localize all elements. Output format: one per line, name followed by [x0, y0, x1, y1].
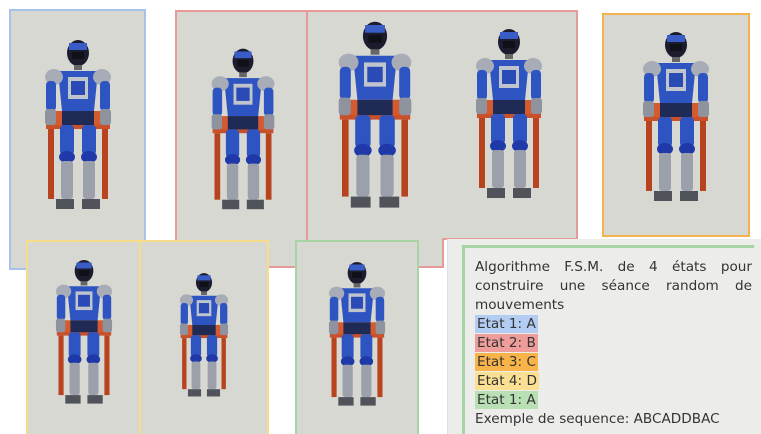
state-4-label: Etat 4: D	[475, 372, 539, 390]
robot-image	[19, 33, 137, 233]
state-1-label: Etat 1: A	[475, 315, 538, 333]
frame-state-d-2	[139, 240, 269, 434]
state-2-label: Etat 2: B	[475, 334, 538, 352]
frame-state-c-1	[602, 13, 750, 237]
robot-image	[188, 42, 298, 232]
frame-state-b-2	[306, 10, 444, 268]
frame-state-b-3	[442, 10, 578, 240]
robot-image	[307, 256, 407, 426]
robot-image	[617, 25, 735, 225]
robot-image	[311, 14, 439, 234]
robot-image	[161, 268, 247, 414]
frame-state-d-1	[26, 240, 141, 434]
frame-state-b-1	[175, 10, 308, 268]
frame-state-a-2	[295, 240, 419, 434]
description-title-line-3: mouvements	[475, 297, 565, 313]
description-title-line-1: Algorithme F.S.M. de 4 états pour	[475, 259, 752, 275]
description-panel: Algorithme F.S.M. de 4 états pour constr…	[447, 239, 761, 434]
description-box: Algorithme F.S.M. de 4 états pour constr…	[462, 245, 754, 434]
description-title-line-2: construire une séance random de	[475, 278, 752, 294]
state-5-label: Etat 1: A	[475, 391, 538, 409]
state-3-label: Etat 3: C	[475, 353, 538, 371]
frame-state-a-1	[9, 9, 146, 270]
robot-image	[34, 254, 134, 424]
example-sequence: Exemple de sequence: ABCADDBAC	[475, 411, 720, 427]
robot-image	[450, 22, 568, 222]
